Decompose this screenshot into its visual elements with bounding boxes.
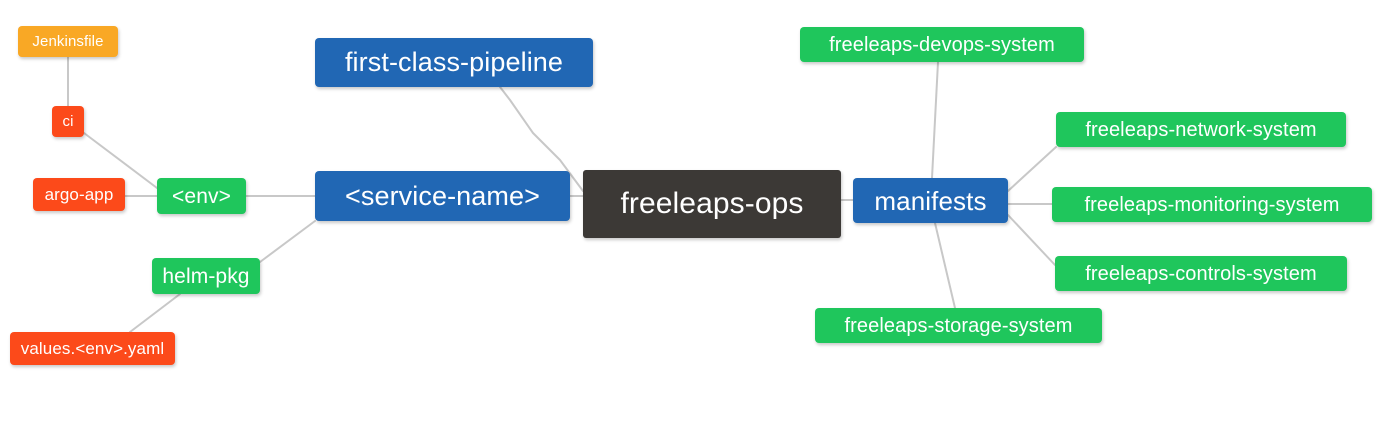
mindmap-node-first-class-pipeline[interactable]: first-class-pipeline <box>315 38 593 87</box>
mindmap-node-argo-app[interactable]: argo-app <box>33 178 125 211</box>
mindmap-edge-manifests-to-freeleaps-devops-system <box>931 61 939 179</box>
mindmap-edge-manifests-to-freeleaps-controls-system <box>1007 214 1056 266</box>
mindmap-node-Jenkinsfile[interactable]: Jenkinsfile <box>18 26 118 57</box>
mindmap-node-freeleaps-network-system[interactable]: freeleaps-network-system <box>1056 112 1346 147</box>
mindmap-edge-helm-pkg-to-values-env-yaml <box>129 293 181 333</box>
mindmap-node-freeleaps-controls-system[interactable]: freeleaps-controls-system <box>1055 256 1347 291</box>
mindmap-node-service-name[interactable]: <service-name> <box>315 171 570 221</box>
mindmap-edge-manifests-to-freeleaps-network-system <box>1007 146 1057 192</box>
mindmap-node-freeleaps-devops-system[interactable]: freeleaps-devops-system <box>800 27 1084 62</box>
mindmap-node-values-env-yaml[interactable]: values.<env>.yaml <box>10 332 175 365</box>
mindmap-edge-service-name-to-helm-pkg <box>259 220 316 263</box>
mindmap-node-helm-pkg[interactable]: helm-pkg <box>152 258 260 294</box>
mindmap-node-manifests[interactable]: manifests <box>853 178 1008 223</box>
mindmap-node-freeleaps-storage-system[interactable]: freeleaps-storage-system <box>815 308 1102 343</box>
mindmap-node-env[interactable]: <env> <box>157 178 246 214</box>
mindmap-node-ci[interactable]: ci <box>52 106 84 137</box>
mindmap-node-freeleaps-ops[interactable]: freeleaps-ops <box>583 170 841 238</box>
mindmap-edge-manifests-to-freeleaps-storage-system <box>934 222 956 309</box>
mindmap-node-freeleaps-monitoring-system[interactable]: freeleaps-monitoring-system <box>1052 187 1372 222</box>
